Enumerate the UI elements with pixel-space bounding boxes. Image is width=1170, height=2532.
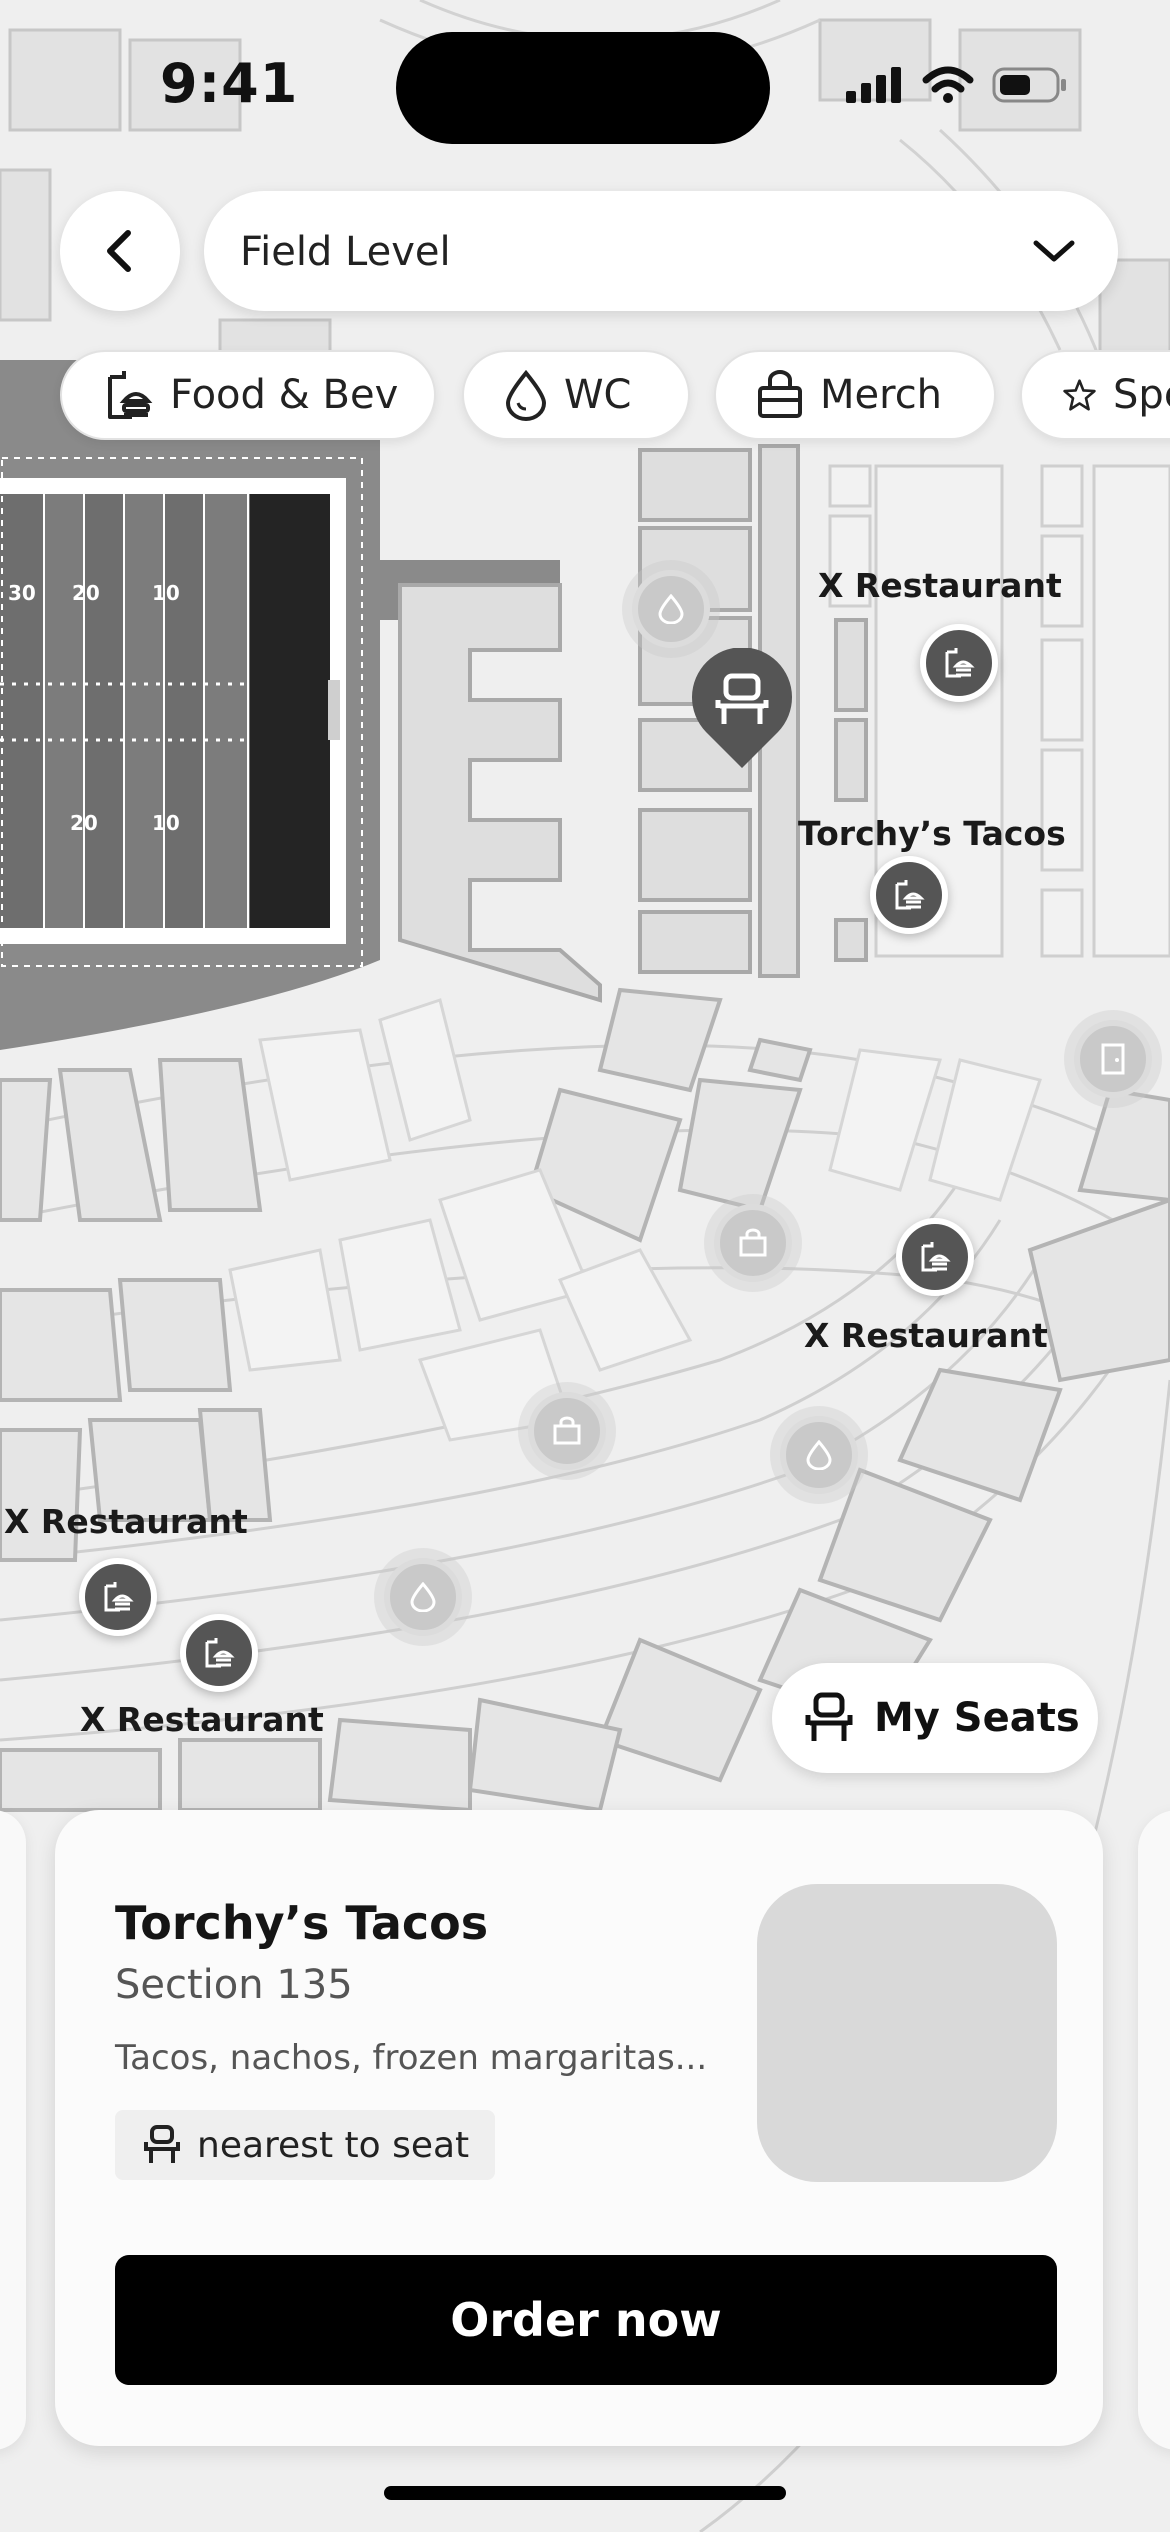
- chip-food-bev[interactable]: Food & Bev: [60, 350, 436, 440]
- chevron-down-icon: [1033, 240, 1075, 262]
- food-bev-icon: [921, 1242, 951, 1272]
- chip-label: Merch: [820, 372, 943, 418]
- status-icons: [846, 66, 1068, 104]
- level-dropdown[interactable]: Field Level: [204, 191, 1118, 311]
- chip-label: WC: [564, 372, 632, 418]
- chip-label: Specials: [1113, 372, 1170, 418]
- merch-pin[interactable]: [714, 1204, 792, 1282]
- badge-label: nearest to seat: [197, 2124, 470, 2166]
- door-icon: [1101, 1043, 1125, 1075]
- droplet-icon: [806, 1440, 832, 1470]
- food-bev-icon: [104, 1582, 134, 1612]
- venue-detail-card[interactable]: Torchy’s Tacos Section 135 Tacos, nachos…: [55, 1810, 1103, 2446]
- droplet-icon: [410, 1582, 436, 1612]
- my-seat-marker[interactable]: [690, 648, 794, 770]
- map-label-torchys-tacos: Torchy’s Tacos: [798, 814, 1066, 853]
- yard-number: 30: [8, 581, 36, 605]
- status-bar: 9:41: [0, 0, 1170, 170]
- seat-icon: [805, 1692, 853, 1741]
- yard-number: 10: [152, 811, 180, 835]
- food-bev-icon: [895, 880, 925, 910]
- seat-icon: [144, 2125, 180, 2163]
- wc-pin[interactable]: [384, 1558, 462, 1636]
- food-bev-icon: [205, 1638, 235, 1668]
- food-bev-pin[interactable]: [896, 1218, 974, 1296]
- dynamic-island: [396, 32, 770, 144]
- bag-icon: [739, 1228, 767, 1257]
- food-bev-pin[interactable]: [180, 1614, 258, 1692]
- food-bev-pin[interactable]: [870, 856, 948, 934]
- food-bev-pin[interactable]: [920, 624, 998, 702]
- home-indicator: [384, 2486, 786, 2500]
- chip-specials[interactable]: Specials: [1020, 350, 1170, 440]
- droplet-icon: [505, 369, 547, 421]
- level-dropdown-value: Field Level: [240, 229, 451, 275]
- star-icon: [1063, 379, 1096, 411]
- cellular-signal-icon: [846, 67, 901, 103]
- bag-icon: [758, 370, 802, 418]
- food-bev-pin[interactable]: [79, 1558, 157, 1636]
- status-time: 9:41: [160, 52, 299, 115]
- wc-pin[interactable]: [780, 1416, 858, 1494]
- venue-image-placeholder: [757, 1884, 1057, 2182]
- food-bev-icon: [108, 371, 153, 419]
- map-label-x-restaurant: X Restaurant: [4, 1502, 248, 1541]
- chip-label: Food & Bev: [170, 372, 399, 418]
- order-now-button[interactable]: Order now: [115, 2255, 1057, 2385]
- exit-pin[interactable]: [1074, 1020, 1152, 1098]
- map-label-x-restaurant: X Restaurant: [818, 566, 1062, 605]
- back-button[interactable]: [60, 191, 180, 311]
- chip-wc[interactable]: WC: [462, 350, 690, 440]
- my-seats-label: My Seats: [874, 1695, 1080, 1741]
- filter-chips: Food & Bev WC Merch Specials: [60, 350, 1170, 442]
- battery-icon: [992, 67, 1066, 103]
- droplet-icon: [658, 594, 684, 624]
- chip-merch[interactable]: Merch: [714, 350, 996, 440]
- wifi-icon: [922, 66, 974, 103]
- yard-number: 20: [72, 581, 100, 605]
- nearest-to-seat-badge: nearest to seat: [115, 2110, 496, 2180]
- merch-pin[interactable]: [528, 1392, 606, 1470]
- venue-description: Tacos, nachos, frozen margaritas...: [115, 2038, 708, 2078]
- venue-section: Section 135: [115, 1962, 353, 2008]
- my-seats-button[interactable]: My Seats: [772, 1663, 1098, 1773]
- map-label-x-restaurant: X Restaurant: [80, 1700, 324, 1739]
- venue-title: Torchy’s Tacos: [115, 1896, 489, 1950]
- wc-pin[interactable]: [632, 570, 710, 648]
- yard-number: 10: [152, 581, 180, 605]
- map-label-x-restaurant: X Restaurant: [804, 1316, 1048, 1355]
- food-bev-icon: [945, 648, 975, 678]
- bag-icon: [553, 1416, 581, 1445]
- next-card-peek[interactable]: [1138, 1810, 1170, 2450]
- previous-card-peek[interactable]: [0, 1810, 26, 2450]
- yard-number: 20: [70, 811, 98, 835]
- chevron-left-icon: [107, 230, 131, 272]
